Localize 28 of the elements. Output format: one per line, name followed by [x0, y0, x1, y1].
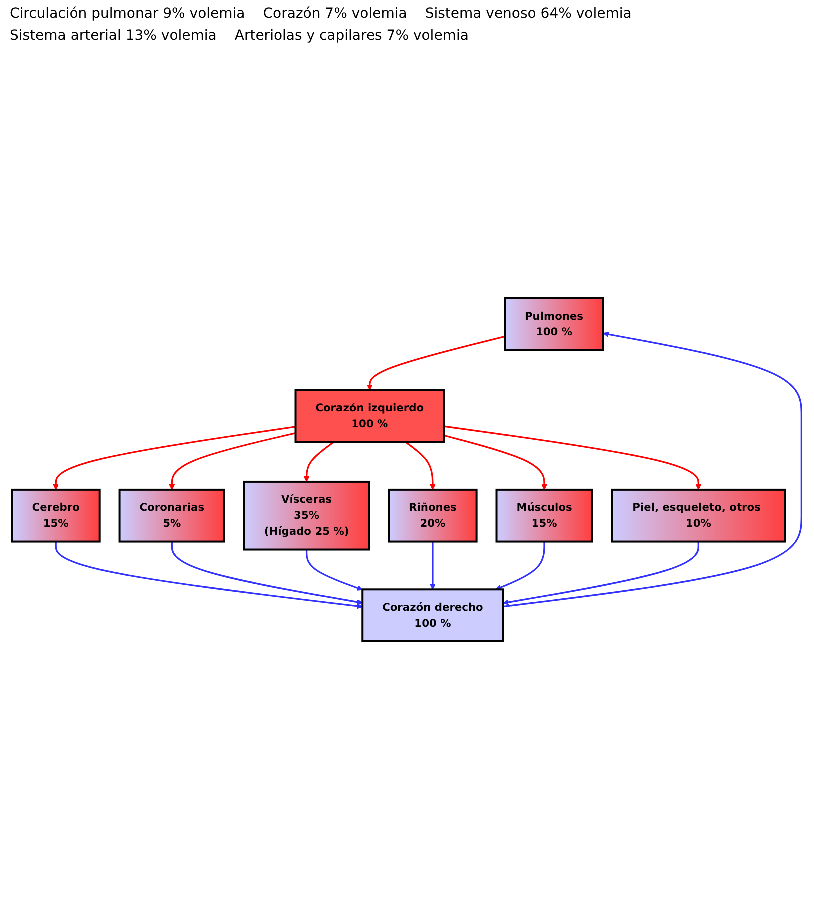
arrow: [444, 426, 702, 490]
arrow: [304, 441, 335, 482]
arrow: [405, 441, 436, 490]
arrow: [444, 434, 548, 490]
arrow: [55, 542, 363, 610]
arrow: [169, 432, 296, 490]
node-box: Coronarias 5%: [118, 488, 226, 543]
arrow: [430, 542, 436, 590]
arrow: [53, 426, 296, 490]
node-box: Corazón izquierdo 100 %: [294, 389, 445, 444]
arrow: [171, 542, 363, 606]
node-box: Cerebro 15%: [11, 488, 101, 543]
node-box: Vísceras 35% (Hígado 25 %): [243, 480, 370, 551]
node-box: Riñones 20%: [388, 488, 478, 543]
node-box: Músculos 15%: [496, 488, 594, 543]
note-text: Sistema arterial 13% volemia: [10, 28, 217, 44]
arrow: [503, 332, 802, 608]
node-box: Pulmones 100 %: [504, 298, 604, 352]
node-box: Piel, esqueleto, otros 10%: [611, 488, 786, 543]
arrow: [496, 542, 546, 590]
arrow: [503, 542, 700, 606]
node-box: Corazón derecho 100 %: [362, 588, 504, 642]
note-text: Corazón 7% volemia: [263, 6, 408, 22]
note-text: Arteriolas y capilares 7% volemia: [234, 28, 469, 44]
arrow: [306, 550, 363, 591]
note-text: Circulación pulmonar 9% volemia: [10, 6, 246, 22]
note-text: Sistema venoso 64% volemia: [425, 6, 632, 22]
arrow: [366, 336, 506, 390]
